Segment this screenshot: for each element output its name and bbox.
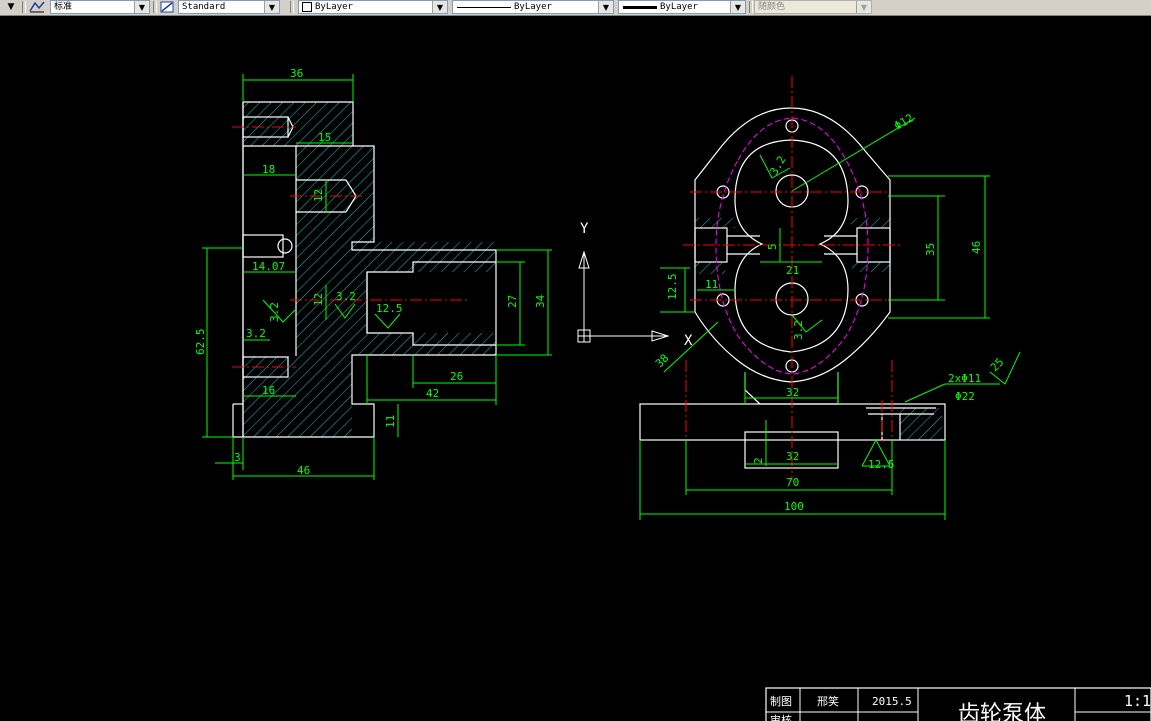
dim-62-5: 62.5 (194, 329, 207, 356)
dim-phi12: Φ12 (892, 111, 916, 132)
title-check-label: 审核 (770, 713, 792, 721)
dim-5: 5 (766, 243, 779, 250)
right-pitch-circle (715, 117, 869, 375)
dim-26: 26 (450, 370, 463, 383)
roughness-12-5: 12.5 (868, 458, 895, 471)
dim-35: 35 (924, 243, 937, 256)
linetype-select[interactable]: ByLayer ▼ (452, 0, 614, 14)
separator (22, 1, 26, 13)
dim-3: 3 (234, 451, 241, 464)
dimension-style-select[interactable]: Standard ▼ (178, 0, 280, 14)
chevron-down-icon[interactable]: ▼ (432, 1, 447, 13)
ucs-y-label: Y (580, 221, 589, 237)
chevron-down-icon[interactable]: ▼ (856, 1, 871, 13)
roughness-3-2e: 3.2 (792, 320, 805, 340)
chevron-down-icon[interactable]: ▼ (264, 1, 279, 13)
ucs-icon: Y X (577, 221, 693, 349)
ucs-x-label: X (684, 333, 693, 349)
chevron-down-icon[interactable]: ▼ (598, 1, 613, 13)
left-dimension-lines (202, 74, 552, 480)
dimension-style-icon[interactable] (158, 0, 176, 14)
lineweight-value: ByLayer (660, 2, 698, 12)
dim-12a: 12 (312, 189, 325, 202)
holes-2x-phi11: 2xΦ11 (948, 372, 981, 385)
title-drawn-label: 制图 (770, 695, 792, 708)
dimension-style-value: Standard (182, 2, 226, 12)
dim-36: 36 (290, 67, 303, 80)
properties-toolbar: ▼ 标准 ▼ Standard ▼ ByLayer ▼ ByLayer ▼ By… (0, 0, 1151, 16)
dim-18: 18 (262, 163, 275, 176)
linetype-value: ByLayer (514, 2, 552, 12)
separator (153, 1, 157, 13)
dim-16: 16 (262, 384, 275, 397)
lineweight-preview-icon (623, 5, 657, 9)
right-hatch-areas (695, 218, 942, 440)
dim-12-5-right: 12.5 (666, 274, 679, 301)
separator (290, 1, 294, 13)
text-style-icon[interactable] (28, 0, 46, 14)
dim-32b: 32 (786, 450, 799, 463)
dim-21: 21 (786, 264, 799, 277)
left-dimension-texts: 36 15 18 12 14.07 12 3.2 12.5 27 34 3.2 … (194, 67, 547, 477)
right-dimension-texts: Φ12 3.2 35 46 5 21 12.5 11 3.2 38 32 2xΦ… (653, 111, 1007, 513)
title-scale: 1:1 (1124, 692, 1151, 710)
color-value: ByLayer (315, 2, 353, 12)
roughness-3-2b: 3.2 (268, 302, 281, 322)
title-drawn-name: 邢笑 (817, 694, 839, 708)
dim-42: 42 (426, 387, 439, 400)
dim-100: 100 (784, 500, 804, 513)
linetype-preview-icon (457, 6, 511, 8)
dim-12b: 12 (312, 293, 325, 306)
title-part-name: 齿轮泵体 (958, 702, 1046, 721)
plot-style-value: 随颜色 (758, 2, 786, 12)
dim-46-right: 46 (970, 241, 983, 254)
right-dimension-lines (639, 117, 1021, 520)
dim-14-07: 14.07 (252, 260, 285, 273)
plot-style-select[interactable]: 随颜色 ▼ (754, 0, 872, 14)
dim-12-5: 12.5 (376, 302, 403, 315)
dim-11: 11 (384, 415, 397, 428)
left-section-view: 36 15 18 12 14.07 12 3.2 12.5 27 34 3.2 … (194, 67, 552, 480)
roughness-3-2a: 3.2 (336, 290, 356, 303)
drawing-canvas[interactable]: 36 15 18 12 14.07 12 3.2 12.5 27 34 3.2 … (0, 16, 1151, 721)
dim-34: 34 (534, 294, 547, 308)
dim-46: 46 (297, 464, 310, 477)
text-style-value: 标准 (54, 2, 73, 12)
color-swatch-icon (302, 2, 312, 12)
color-select[interactable]: ByLayer ▼ (298, 0, 448, 14)
dim-70: 70 (786, 476, 799, 489)
chevron-down-icon[interactable]: ▼ (730, 1, 745, 13)
chevron-down-icon[interactable]: ▼ (134, 1, 149, 13)
roughness-3-2d: 3.2 (767, 154, 788, 178)
dim-32a: 32 (786, 386, 799, 399)
title-block: 制图 邢笑 2015.5 齿轮泵体 1:1 审核 (765, 687, 1151, 721)
title-date: 2015.5 (872, 695, 912, 708)
dim-27: 27 (506, 295, 519, 308)
lineweight-select[interactable]: ByLayer ▼ (618, 0, 746, 14)
dim-11-right: 11 (705, 278, 718, 291)
roughness-25: 25 (988, 356, 1007, 375)
text-style-select[interactable]: 标准 ▼ (50, 0, 150, 14)
dim-phi22: Φ22 (955, 390, 975, 403)
dim-2: 2 (752, 457, 765, 464)
roughness-3-2c: 3.2 (246, 327, 266, 340)
separator (749, 1, 753, 13)
dim-15: 15 (318, 131, 331, 144)
dropdown-arrow-icon[interactable]: ▼ (7, 2, 15, 12)
right-front-view: Φ12 3.2 35 46 5 21 12.5 11 3.2 38 32 2xΦ… (639, 76, 1021, 520)
